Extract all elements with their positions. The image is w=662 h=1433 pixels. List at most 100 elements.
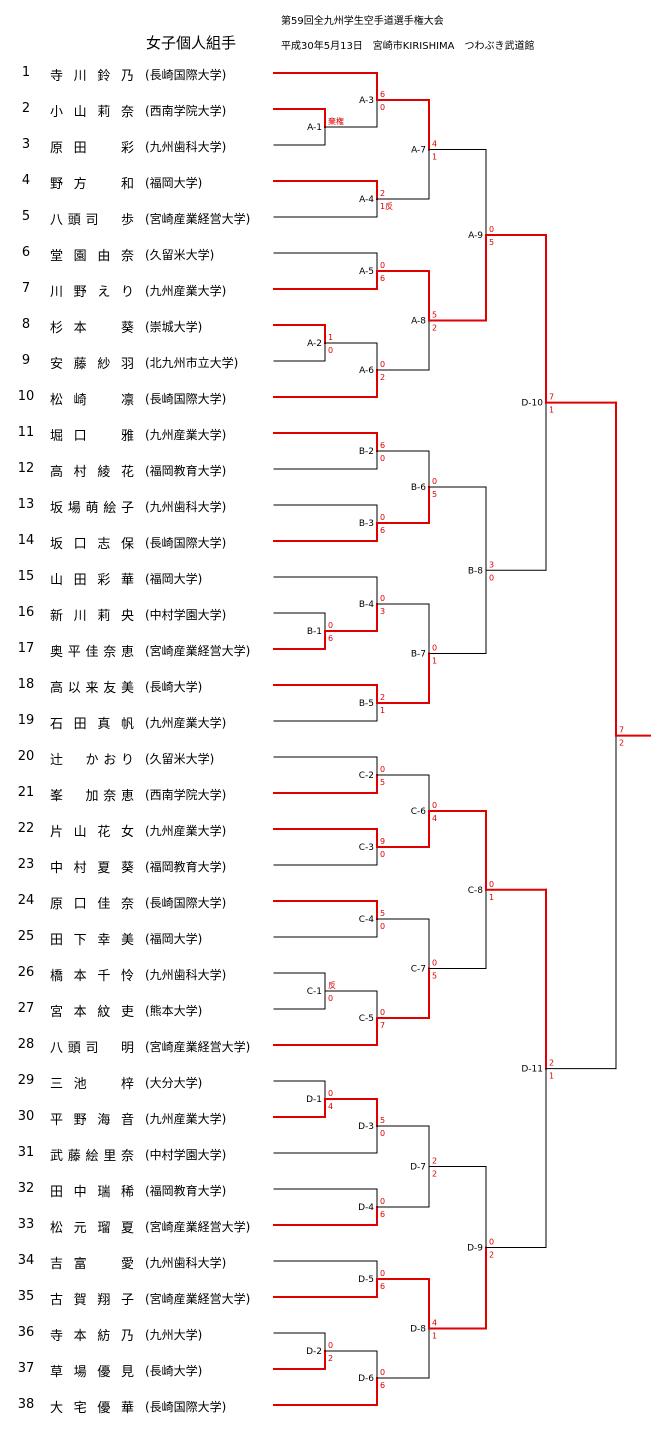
university-name: (熊本大学) bbox=[145, 1004, 203, 1018]
seed-number: 31 bbox=[17, 1145, 35, 1160]
match-score: 反 bbox=[328, 980, 336, 990]
match-label: B-1 bbox=[307, 627, 322, 637]
player-name: 堂園由奈 bbox=[50, 249, 134, 264]
seed-number: 2 bbox=[21, 101, 31, 116]
university-name: (長崎国際大学) bbox=[145, 68, 227, 82]
seed-number: 8 bbox=[21, 317, 31, 332]
university-name: (長崎国際大学) bbox=[145, 896, 227, 910]
university-name: (長崎国際大学) bbox=[145, 1400, 227, 1414]
match-score: 0 bbox=[380, 1269, 385, 1278]
match-label: D-4 bbox=[358, 1203, 374, 1213]
match-score: 0 bbox=[380, 850, 385, 859]
player-name: 川野えり bbox=[50, 285, 134, 300]
university-name: (福岡大学) bbox=[145, 176, 203, 190]
match-score: 2 bbox=[380, 189, 385, 198]
match-label: D-9 bbox=[467, 1244, 483, 1254]
match-score: 0 bbox=[328, 346, 333, 355]
seed-number: 17 bbox=[17, 641, 35, 656]
match-label: C-8 bbox=[468, 886, 484, 896]
seed-number: 4 bbox=[21, 173, 31, 188]
player-name: 坂口志保 bbox=[50, 537, 134, 552]
seed-number: 7 bbox=[21, 281, 31, 296]
seed-number: 29 bbox=[17, 1073, 35, 1088]
university-name: (九州産業大学) bbox=[145, 824, 227, 838]
university-name: (九州歯科大学) bbox=[145, 140, 227, 154]
player-name: 安藤紗羽 bbox=[50, 357, 134, 372]
player-name: 八頭司 歩 bbox=[50, 213, 134, 228]
match-label: A-1 bbox=[307, 123, 322, 133]
match-label: C-4 bbox=[359, 915, 375, 925]
university-name: (中村学園大学) bbox=[145, 1148, 227, 1162]
match-label: A-6 bbox=[359, 366, 374, 376]
match-label: D-1 bbox=[306, 1095, 322, 1105]
match-score: 7 bbox=[549, 393, 554, 402]
seed-number: 11 bbox=[17, 425, 35, 440]
seed-number: 33 bbox=[17, 1217, 35, 1232]
match-score: 4 bbox=[432, 814, 437, 823]
seed-number: 22 bbox=[17, 821, 35, 836]
match-score: 0 bbox=[380, 1008, 385, 1017]
match-label: D-2 bbox=[306, 1347, 322, 1357]
match-label: A-7 bbox=[411, 146, 426, 156]
player-name: 新川莉央 bbox=[50, 609, 134, 624]
seed-number: 18 bbox=[17, 677, 35, 692]
university-name: (北九州市立大学) bbox=[145, 356, 239, 370]
match-label: C-7 bbox=[411, 965, 426, 975]
player-name: 高村綾花 bbox=[50, 465, 134, 480]
university-name: (福岡大学) bbox=[145, 932, 203, 946]
university-name: (長崎大学) bbox=[145, 1364, 203, 1378]
player-name: 三池 梓 bbox=[50, 1077, 134, 1092]
match-score: 5 bbox=[432, 972, 437, 981]
match-score: 0 bbox=[328, 1089, 333, 1098]
category-title: 女子個人組手 bbox=[146, 34, 237, 52]
university-name: (九州大学) bbox=[145, 1328, 203, 1342]
university-name: (久留米大学) bbox=[145, 752, 215, 766]
player-name: 八頭司 明 bbox=[50, 1041, 134, 1056]
match-score: 0 bbox=[380, 513, 385, 522]
match-label: D-11 bbox=[521, 1065, 543, 1075]
match-score: 0 bbox=[380, 1197, 385, 1206]
match-score: 2 bbox=[432, 1157, 437, 1166]
match-score: 6 bbox=[380, 526, 385, 535]
match-score: 1 bbox=[380, 706, 385, 715]
match-score: 6 bbox=[380, 1210, 385, 1219]
player-name: 石田真帆 bbox=[50, 717, 134, 732]
match-score: 0 bbox=[380, 360, 385, 369]
player-name: 中村夏葵 bbox=[50, 861, 134, 876]
match-score: 0 bbox=[489, 880, 494, 889]
seed-number: 25 bbox=[17, 929, 35, 944]
player-name: 原口佳奈 bbox=[50, 897, 134, 912]
university-name: (中村学園大学) bbox=[145, 608, 227, 622]
player-name: 山田彩華 bbox=[50, 573, 134, 588]
university-name: (福岡教育大学) bbox=[145, 464, 227, 478]
player-name: 奥平佳奈恵 bbox=[50, 645, 134, 660]
seed-number: 10 bbox=[17, 389, 35, 404]
match-score: 6 bbox=[380, 90, 385, 99]
seed-number: 5 bbox=[21, 209, 31, 224]
university-name: (大分大学) bbox=[145, 1076, 203, 1090]
seed-number: 15 bbox=[17, 569, 35, 584]
seed-number: 27 bbox=[17, 1001, 35, 1016]
university-name: (宮崎産業経営大学) bbox=[145, 1220, 251, 1234]
university-name: (福岡教育大学) bbox=[145, 1184, 227, 1198]
match-score: 1 bbox=[328, 333, 333, 342]
player-name: 杉本 葵 bbox=[50, 321, 134, 336]
match-label: B-8 bbox=[468, 566, 483, 576]
match-label: B-3 bbox=[359, 519, 374, 529]
match-score: 5 bbox=[380, 1116, 385, 1125]
match-label: B-7 bbox=[411, 650, 426, 660]
match-score: 9 bbox=[380, 837, 385, 846]
match-label: D-5 bbox=[358, 1275, 374, 1285]
match-label: D-8 bbox=[410, 1325, 426, 1335]
seed-number: 6 bbox=[21, 245, 31, 260]
player-name: 小山莉奈 bbox=[50, 105, 134, 120]
match-score: 4 bbox=[432, 1319, 437, 1328]
match-score: 0 bbox=[380, 765, 385, 774]
university-name: (宮崎産業経営大学) bbox=[145, 1292, 251, 1306]
match-score: 4 bbox=[432, 140, 437, 149]
match-score: 1反 bbox=[380, 201, 393, 211]
university-name: (長崎国際大学) bbox=[145, 392, 227, 406]
player-name: 橋本千怜 bbox=[50, 969, 134, 984]
seed-number: 35 bbox=[17, 1289, 35, 1304]
